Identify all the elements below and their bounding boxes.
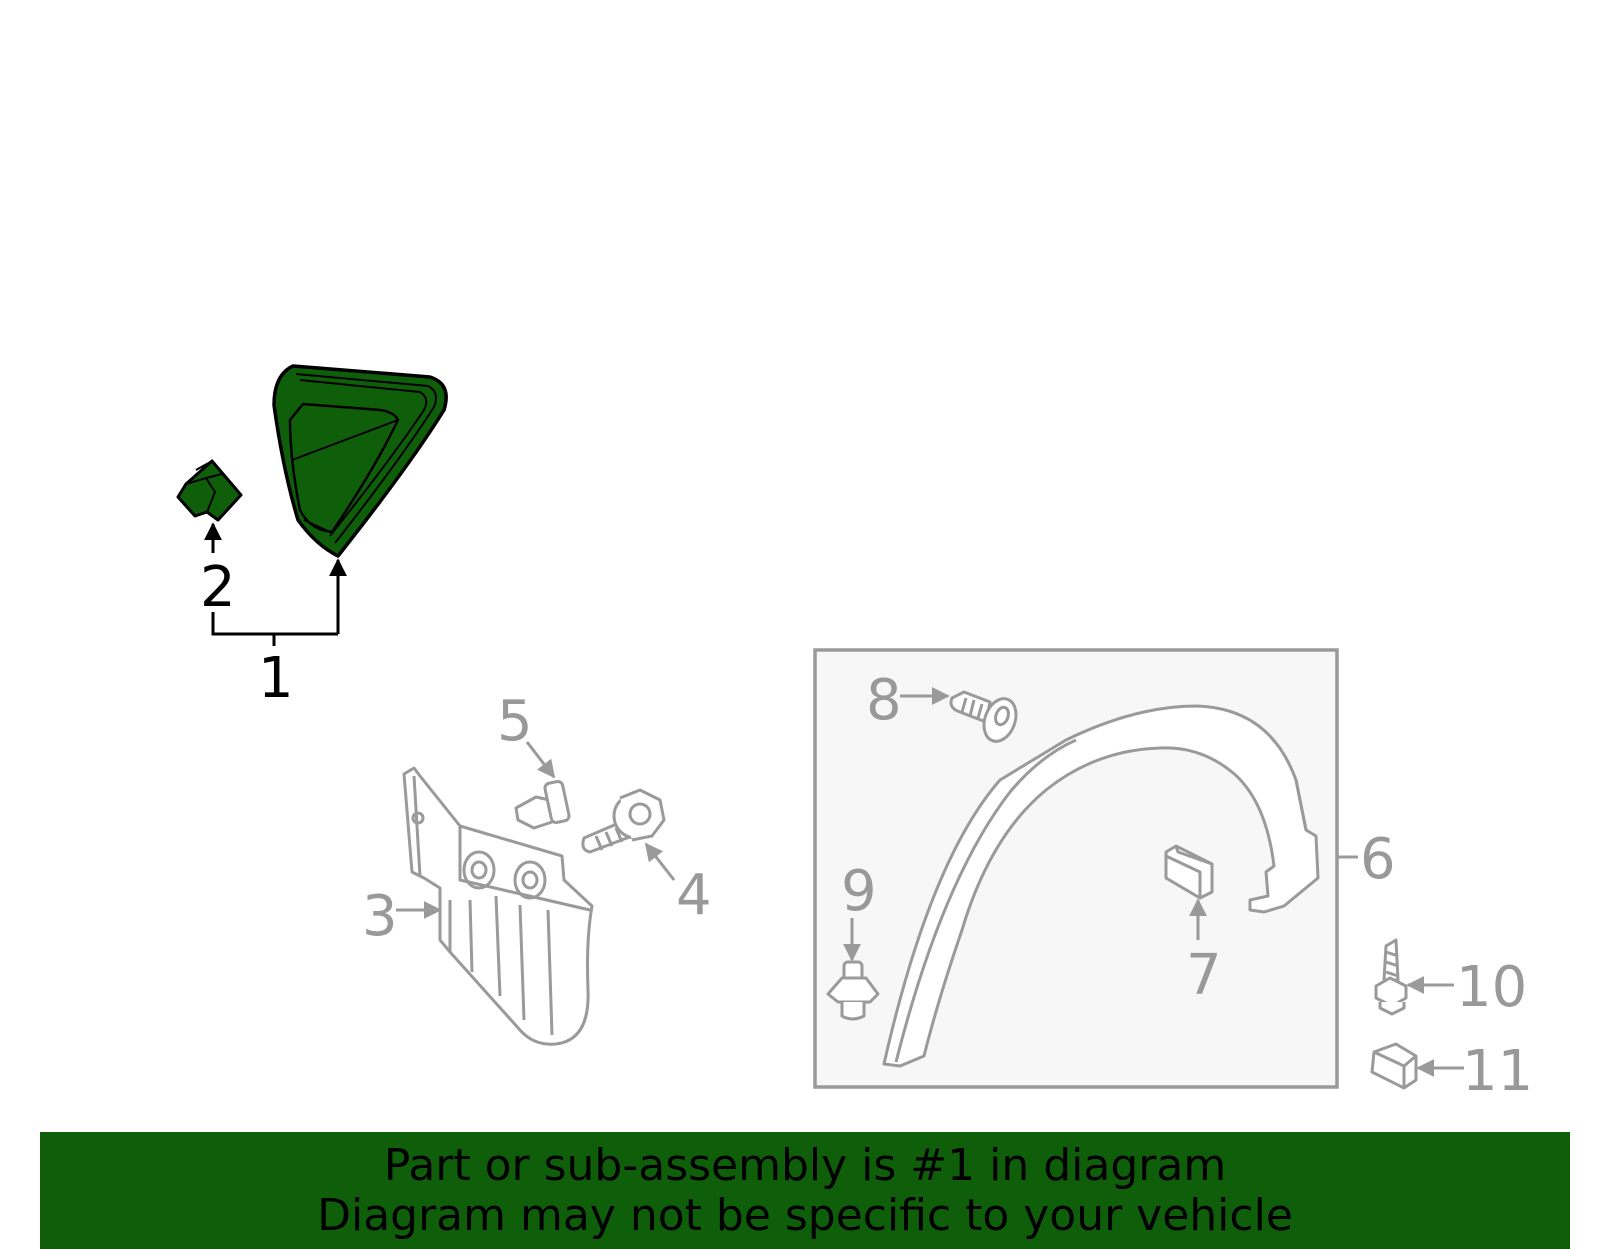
callout-10: 10	[1456, 955, 1527, 1020]
callout-5: 5	[497, 689, 533, 754]
part-4-screw[interactable]	[581, 788, 666, 854]
callout-11: 11	[1462, 1039, 1533, 1104]
callout-1: 1	[258, 646, 294, 711]
callout-7: 7	[1186, 943, 1222, 1008]
part-11-nut-clip[interactable]	[1370, 1042, 1418, 1090]
part-3-mud-guard[interactable]	[402, 766, 594, 1046]
leader-lines-1-2	[204, 522, 347, 646]
disclaimer-banner: Part or sub-assembly is #1 in diagram Di…	[40, 1132, 1570, 1249]
part-10-bolt[interactable]	[1374, 938, 1408, 1016]
leader-4	[644, 842, 676, 881]
part-2-clip[interactable]	[176, 459, 243, 522]
banner-line-2: Diagram may not be specific to your vehi…	[317, 1189, 1293, 1241]
banner-line-1: Part or sub-assembly is #1 in diagram	[383, 1139, 1227, 1191]
part-8-screw[interactable]	[949, 690, 1022, 746]
part-1-cover-panel[interactable]	[272, 364, 448, 558]
callout-2: 2	[200, 555, 236, 620]
part-6-wheel-arch-molding[interactable]	[882, 704, 1320, 1068]
part-9-push-clip[interactable]	[826, 960, 880, 1021]
callout-6: 6	[1360, 827, 1396, 892]
callout-3: 3	[362, 884, 398, 949]
callout-4: 4	[676, 863, 712, 928]
callout-8: 8	[866, 668, 902, 733]
callout-9: 9	[841, 859, 877, 924]
part-5-bolt[interactable]	[514, 779, 571, 830]
leader-5	[525, 741, 556, 779]
part-7-clip[interactable]	[1164, 844, 1214, 900]
